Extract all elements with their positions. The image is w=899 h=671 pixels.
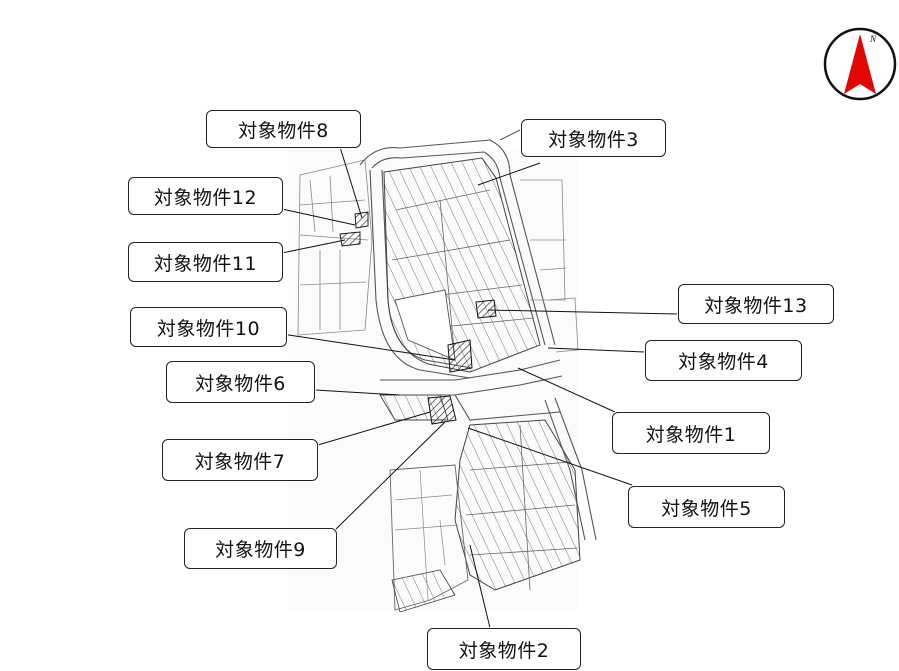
leader-lines <box>281 146 679 629</box>
label-property-8: 対象物件8 <box>206 110 361 148</box>
label-property-10: 対象物件10 <box>130 307 287 347</box>
label-property-11: 対象物件11 <box>128 242 283 282</box>
north-letter: N <box>869 34 877 44</box>
parcel-9-area <box>427 395 457 425</box>
north-arrow-shape <box>844 34 876 94</box>
parcel-8-area <box>354 211 369 229</box>
parcel-10-area <box>447 339 473 373</box>
label-property-5: 対象物件5 <box>628 486 785 528</box>
parcel-11-area <box>339 231 361 247</box>
label-property-3: 対象物件3 <box>521 119 666 157</box>
parcels-west <box>297 159 373 336</box>
label-property-6: 対象物件6 <box>166 361 315 403</box>
parcel-13-area <box>475 299 497 319</box>
label-property-13: 対象物件13 <box>678 284 834 324</box>
north-arrow-icon: N <box>823 27 897 101</box>
label-property-12: 対象物件12 <box>128 177 283 215</box>
label-property-1: 対象物件1 <box>612 412 770 454</box>
parcels-east <box>520 179 579 353</box>
label-property-4: 対象物件4 <box>645 340 802 381</box>
label-property-2: 対象物件2 <box>427 628 581 670</box>
parcel-5-area <box>454 419 581 591</box>
label-property-9: 対象物件9 <box>184 528 337 569</box>
label-property-7: 対象物件7 <box>162 439 318 481</box>
